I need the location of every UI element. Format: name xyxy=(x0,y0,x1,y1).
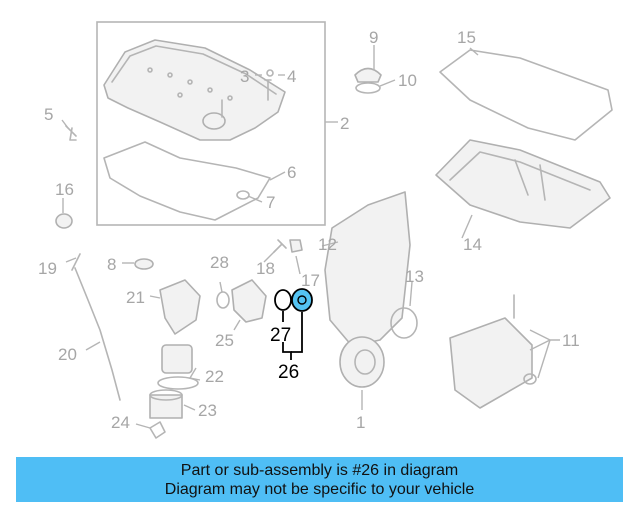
callout-21: 21 xyxy=(126,288,145,307)
valve-cover-gasket-drawing xyxy=(103,141,271,221)
timing-cover-drawing xyxy=(324,191,411,347)
callout-23: 23 xyxy=(198,401,217,420)
banner-line-2: Diagram may not be specific to your vehi… xyxy=(164,480,475,498)
filter-housing-drawing xyxy=(149,279,201,419)
part-26-highlighted-drawing xyxy=(291,288,313,312)
drain-24-drawing xyxy=(149,421,166,439)
seal-13-drawing xyxy=(390,307,418,339)
highlight-leader-lines xyxy=(282,311,303,360)
filler-seal-drawing xyxy=(355,82,381,94)
callout-5: 5 xyxy=(44,105,53,124)
callout-19: 19 xyxy=(38,259,57,278)
o-ring-27-drawing xyxy=(274,289,292,311)
dipstick-tube-drawing xyxy=(71,253,121,401)
banner-line-1: Part or sub-assembly is #26 in diagram xyxy=(180,461,459,479)
callout-11: 11 xyxy=(562,331,580,350)
callout-22: 22 xyxy=(205,367,224,386)
callout-6: 6 xyxy=(287,163,296,182)
callout-28: 28 xyxy=(210,253,229,272)
small-seal-drawing xyxy=(236,190,250,200)
callout-2: 2 xyxy=(340,114,349,133)
callout-14: 14 xyxy=(463,235,482,254)
pulley-drawing xyxy=(339,336,385,388)
valve-cover-group-frame xyxy=(96,21,326,226)
parts-diagram: 1 2 3 4 5 6 7 8 9 10 11 12 13 14 15 16 1… xyxy=(38,21,613,439)
filler-cap-drawing xyxy=(354,67,382,83)
callout-1: 1 xyxy=(356,413,365,432)
callout-20: 20 xyxy=(58,345,77,364)
callout-8: 8 xyxy=(107,255,116,274)
callout-13: 13 xyxy=(405,267,424,286)
callout-26: 26 xyxy=(278,362,299,383)
callout-24: 24 xyxy=(111,413,130,432)
callout-25: 25 xyxy=(215,331,234,350)
washer-4-drawing xyxy=(266,69,274,77)
callout-7: 7 xyxy=(266,193,275,212)
callout-10: 10 xyxy=(398,71,417,90)
callout-27: 27 xyxy=(270,325,291,346)
bolt-3-drawing xyxy=(264,79,272,101)
callout-18: 18 xyxy=(256,259,275,278)
part-info-banner: Part or sub-assembly is #26 in diagram D… xyxy=(16,457,623,502)
plug-16-drawing xyxy=(55,213,73,229)
seal-28-drawing xyxy=(216,291,230,309)
valve-cover-drawing xyxy=(103,39,286,141)
housing-25-drawing xyxy=(231,279,267,323)
leader-lines xyxy=(61,45,560,429)
callout-16: 16 xyxy=(55,180,74,199)
clip-8-drawing xyxy=(134,258,154,270)
callout-17: 17 xyxy=(301,271,320,290)
sensor-17-drawing xyxy=(289,239,303,253)
callout-9: 9 xyxy=(369,28,378,47)
callout-12: 12 xyxy=(318,235,337,254)
callout-4: 4 xyxy=(287,67,296,86)
callout-15: 15 xyxy=(457,28,476,47)
oil-pan-drawing xyxy=(435,139,611,229)
oil-cooler-drawing xyxy=(449,294,537,409)
oil-pan-gasket-drawing xyxy=(439,49,613,141)
callout-3: 3 xyxy=(240,67,249,86)
